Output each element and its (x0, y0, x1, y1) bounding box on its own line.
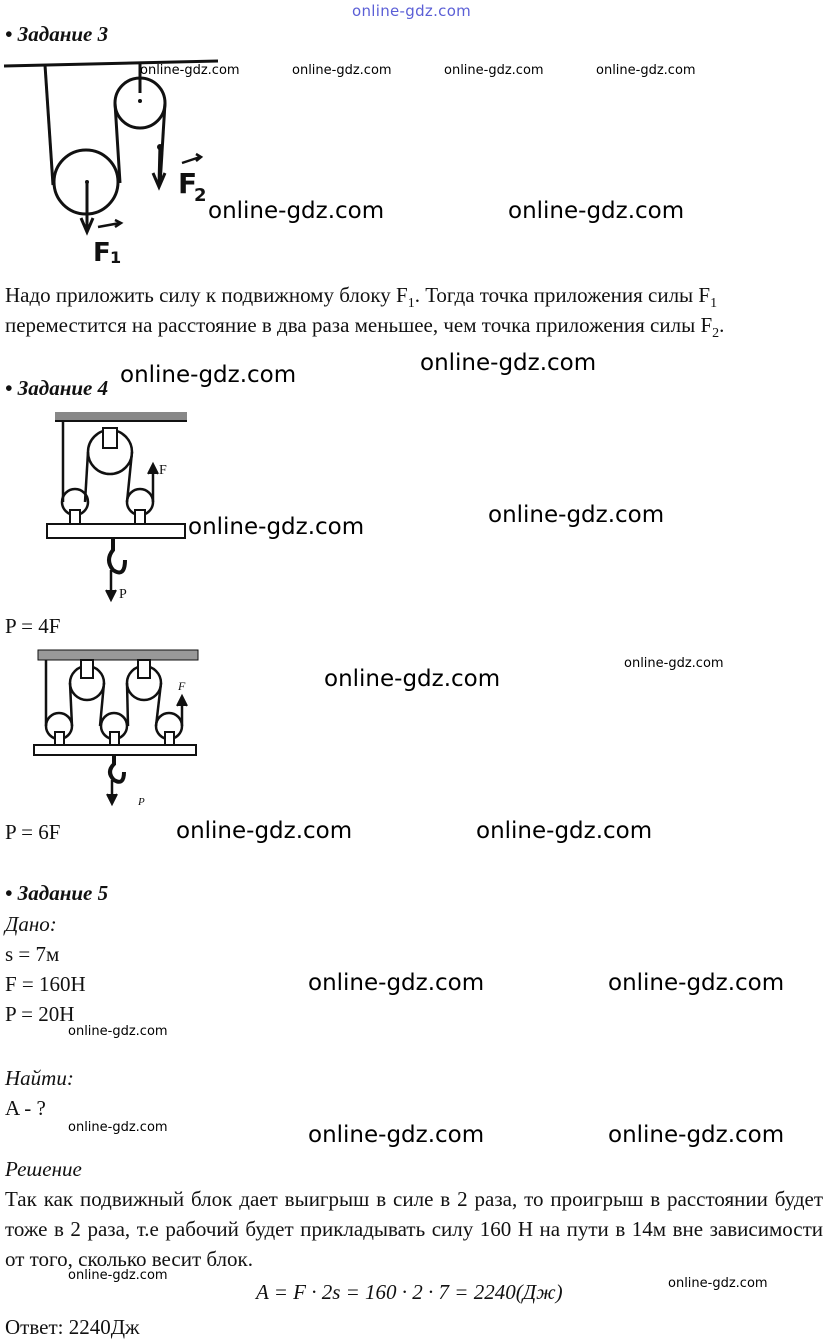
task3-text-line2: переместится на расстояние в два раза ме… (5, 313, 725, 342)
task3-text-line1: Надо приложить силу к подвижному блоку F… (5, 283, 718, 312)
f2-subscript: 2 (194, 185, 207, 206)
watermark: online-gdz.com (188, 514, 365, 540)
work-formula: A = F · 2s = 160 · 2 · 7 = 2240(Дж) (256, 1280, 563, 1304)
watermark: online-gdz.com (476, 818, 653, 844)
task4-result-2: P = 6F (5, 820, 61, 844)
force-f-label: F (177, 679, 186, 693)
f1-label: F (93, 238, 111, 268)
force-f-label: F (159, 463, 167, 478)
find-label: Найти: (5, 1066, 74, 1090)
watermark: online-gdz.com (68, 1268, 168, 1283)
watermark: online-gdz.com (68, 1024, 168, 1039)
given-force: F = 160Н (5, 972, 86, 996)
top-watermark: online-gdz.com (352, 2, 472, 20)
watermark: online-gdz.com (608, 1122, 785, 1148)
watermark: online-gdz.com (120, 362, 297, 388)
watermark: online-gdz.com (308, 1122, 485, 1148)
watermark: online-gdz.com (420, 350, 597, 376)
watermark: online-gdz.com (444, 63, 544, 78)
task4-figure-2: F P (33, 649, 199, 808)
find-value: A - ? (5, 1096, 46, 1120)
watermark: online-gdz.com (308, 970, 485, 996)
watermark: online-gdz.com (176, 818, 353, 844)
task4-heading: • Задание 4 (5, 376, 109, 400)
watermark: online-gdz.com (292, 63, 392, 78)
given-label: Дано: (5, 912, 57, 936)
task4-result-1: P = 4F (5, 614, 61, 638)
watermark: online-gdz.com (668, 1276, 768, 1291)
task5-heading: • Задание 5 (5, 881, 109, 905)
watermark: online-gdz.com (140, 63, 240, 78)
watermark: online-gdz.com (68, 1120, 168, 1135)
answer: Ответ: 2240Дж (5, 1315, 140, 1339)
force-p-label: P (137, 796, 145, 808)
watermark: online-gdz.com (508, 198, 685, 224)
task3-pulley-figure: F 2 F 1 (3, 59, 219, 268)
force-p-label: P (119, 587, 127, 602)
task3-heading: • Задание 3 (5, 22, 109, 46)
f2-label: F (178, 167, 197, 200)
solution-label: Решение (5, 1157, 82, 1181)
given-distance: s = 7м (5, 942, 60, 966)
watermark: online-gdz.com (608, 970, 785, 996)
watermark: online-gdz.com (488, 502, 665, 528)
solution-text: Так как подвижный блок дает выигрыш в си… (5, 1187, 823, 1271)
given-weight: P = 20Н (5, 1002, 75, 1026)
watermark: online-gdz.com (208, 198, 385, 224)
f1-subscript: 1 (110, 248, 121, 267)
task4-figure-1: F P (46, 412, 187, 603)
watermark: online-gdz.com (324, 666, 501, 692)
watermark: online-gdz.com (624, 656, 724, 671)
watermark: online-gdz.com (596, 63, 696, 78)
